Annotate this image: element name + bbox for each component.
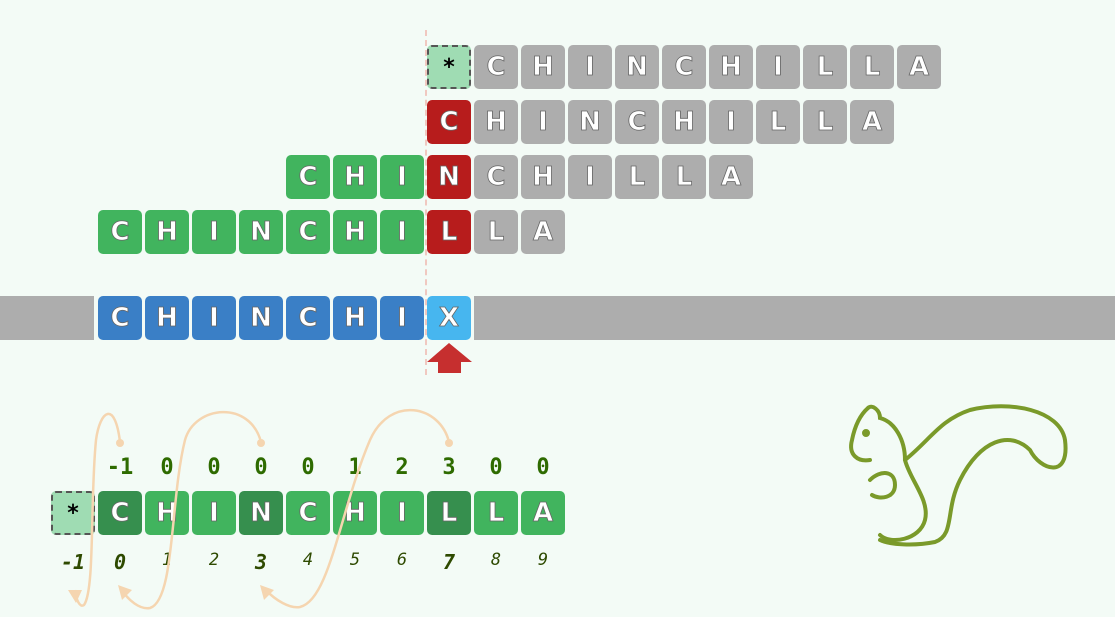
pattern-tile: H — [709, 45, 753, 89]
text-tile: H — [333, 296, 377, 340]
table-tile: C — [98, 491, 142, 535]
index-label: 1 — [161, 550, 173, 570]
failure-value: 2 — [395, 455, 409, 480]
pattern-tile: A — [897, 45, 941, 89]
index-label: 9 — [537, 550, 549, 570]
index-label: 4 — [302, 550, 314, 570]
failure-arrow-3 — [265, 409, 451, 609]
pattern-tile: N — [427, 155, 471, 199]
pattern-tile: L — [850, 45, 894, 89]
pattern-tile: L — [756, 100, 800, 144]
pattern-tile: L — [474, 210, 518, 254]
text-tile: I — [380, 296, 424, 340]
text-tile: X — [427, 296, 471, 340]
failure-value: -1 — [106, 455, 134, 480]
pattern-tile: C — [662, 45, 706, 89]
pattern-tile: N — [568, 100, 612, 144]
failure-arrow-1 — [73, 412, 122, 607]
table-tile: I — [192, 491, 236, 535]
table-tile: C — [286, 491, 330, 535]
pattern-tile: A — [850, 100, 894, 144]
text-tile: C — [286, 296, 330, 340]
pattern-tile: I — [568, 45, 612, 89]
pattern-tile: H — [145, 210, 189, 254]
text-tile: N — [239, 296, 283, 340]
index-label: 3 — [254, 550, 268, 574]
failure-value: 0 — [536, 455, 550, 480]
pattern-tile: H — [333, 155, 377, 199]
pattern-tile: H — [521, 45, 565, 89]
failure-value: 0 — [160, 455, 174, 480]
table-tile: N — [239, 491, 283, 535]
failure-link-arrows — [73, 409, 451, 610]
index-label: -1 — [60, 550, 86, 574]
pattern-tile: L — [803, 100, 847, 144]
pattern-tile: I — [192, 210, 236, 254]
table-tile: A — [521, 491, 565, 535]
table-tile: * — [51, 491, 95, 535]
index-label: 7 — [442, 550, 456, 574]
pattern-tile: I — [380, 210, 424, 254]
index-label: 0 — [113, 550, 127, 574]
pattern-tile: I — [756, 45, 800, 89]
index-label: 5 — [349, 550, 361, 570]
pattern-tile: C — [474, 155, 518, 199]
pattern-tile: I — [521, 100, 565, 144]
failure-value: 3 — [442, 455, 456, 480]
pattern-tile: I — [380, 155, 424, 199]
pattern-tile: C — [98, 210, 142, 254]
alignment-guide-line — [425, 30, 427, 375]
pattern-tile: L — [803, 45, 847, 89]
pattern-tile: H — [474, 100, 518, 144]
text-bar-right — [474, 296, 1115, 340]
pattern-tile: N — [239, 210, 283, 254]
text-tile: H — [145, 296, 189, 340]
squirrel-icon — [849, 404, 1068, 547]
pattern-tile: H — [662, 100, 706, 144]
failure-value: 0 — [254, 455, 268, 480]
table-tile: L — [427, 491, 471, 535]
pattern-tile: H — [333, 210, 377, 254]
index-label: 2 — [208, 550, 220, 570]
failure-value: 0 — [301, 455, 315, 480]
pattern-tile: I — [568, 155, 612, 199]
text-tile: C — [98, 296, 142, 340]
index-label: 8 — [490, 550, 502, 570]
pattern-tile: * — [427, 45, 471, 89]
pattern-tile: N — [615, 45, 659, 89]
pattern-tile: C — [615, 100, 659, 144]
pattern-tile: L — [662, 155, 706, 199]
pattern-tile: I — [709, 100, 753, 144]
pattern-tile: C — [286, 210, 330, 254]
index-label: 6 — [396, 550, 408, 570]
text-bar-left — [0, 296, 94, 340]
failure-value: 0 — [489, 455, 503, 480]
pattern-tile: C — [286, 155, 330, 199]
table-tile: L — [474, 491, 518, 535]
failure-arrow-2 — [120, 410, 263, 610]
text-tile: I — [192, 296, 236, 340]
pattern-tile: C — [427, 100, 471, 144]
failure-value: 0 — [207, 455, 221, 480]
pattern-tile: A — [709, 155, 753, 199]
pattern-tile: L — [615, 155, 659, 199]
pattern-tile: L — [427, 210, 471, 254]
pattern-tile: A — [521, 210, 565, 254]
current-position-arrow-icon — [427, 343, 472, 373]
table-tile: I — [380, 491, 424, 535]
pattern-tile: C — [474, 45, 518, 89]
pattern-tile: H — [521, 155, 565, 199]
